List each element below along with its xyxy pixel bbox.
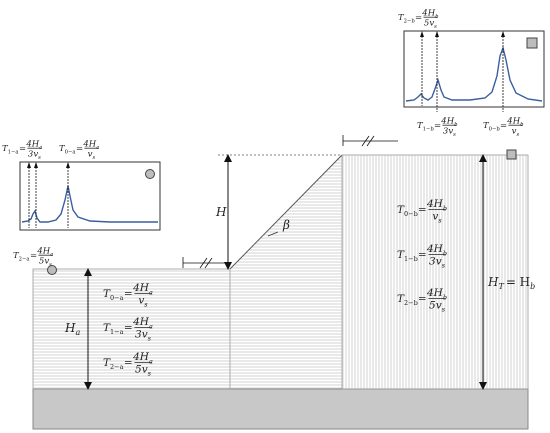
spectrum-b-label-1-equals: = [434, 121, 441, 131]
spectrum-a [19, 161, 161, 231]
ht-label: HT= Hb [487, 275, 535, 291]
spectrum-a-label-0-denominator: 3vs [28, 149, 41, 161]
spectrum-a-frame [19, 161, 161, 231]
layer-a-formula-1-equals: = [124, 322, 133, 334]
layer-a-formula-2-equals: = [124, 357, 133, 369]
spectrum-b-station-icon [526, 37, 538, 49]
layer-b-formula-0-equals: = [418, 204, 427, 216]
layer-a-formula-2-lhs: T2−a [103, 357, 124, 371]
spectrum-a-arrowhead-2 [27, 162, 31, 168]
spectrum-b-frame [403, 30, 545, 108]
spectrum-a-label-1-denominator: vs [88, 149, 96, 161]
spectrum-b-curve [405, 45, 543, 102]
layer-b-formula-0-lhs: T0−b [397, 204, 418, 218]
layer-a-formula-2-numerator: 4Ha [132, 351, 153, 365]
layer-a-formula-0-equals: = [124, 288, 133, 300]
right-break-slash-2 [366, 135, 375, 147]
spectrum-a-arrowhead-1 [34, 162, 38, 168]
beta-leader [267, 231, 279, 237]
station-b-marker [506, 149, 517, 160]
spectrum-a-label-1-equals: = [76, 144, 83, 154]
layer-b-formula-0-numerator: 4Hb [426, 198, 447, 212]
spectrum-b-label-1-lhs: T1−b [417, 121, 434, 133]
spectrum-b-arrowhead-2 [420, 31, 424, 37]
layer-a-formula-2-denominator: 5vs [135, 364, 152, 378]
layer-a-formula-0-denominator: vs [138, 295, 148, 309]
slope-line [229, 154, 343, 270]
layer-b-formula-2-equals: = [418, 293, 427, 305]
layer-a-formula-1-lhs: T1−a [103, 322, 124, 336]
layer-b-formula-2-denominator: 5vs [429, 300, 446, 314]
left-break-slash-2 [204, 257, 213, 269]
spectrum-a-station-icon [145, 169, 155, 179]
spectrum-b [403, 30, 545, 112]
period-formulas: T0−a=4HavsT1−a=4Ha3vsT2−a=4Ha5vsT0−b=4Hb… [2, 8, 524, 377]
spectrum-a-label-0-equals: = [19, 144, 26, 154]
spectrum-b-label-0-denominator: 5vs [424, 18, 437, 30]
spectrum-b-arrowhead-0 [501, 31, 505, 37]
spectrum-b-arrowhead-1 [435, 31, 439, 37]
layer-b-formula-1-equals: = [418, 249, 427, 261]
right-break-slash-1 [361, 135, 370, 147]
left-break-slash-1 [199, 257, 208, 269]
spectrum-a-label-1-lhs: T0−a [59, 144, 76, 156]
spectrum-b-label-2-lhs: T0−b [483, 121, 500, 133]
layer-b-formula-1-lhs: T1−b [397, 249, 418, 263]
spectrum-b-label-0-lhs: T2−b [398, 13, 415, 25]
spectrum-b-label-0-equals: = [415, 13, 422, 23]
beta-label: β [282, 218, 290, 232]
spectrum-b-label-2-equals: = [500, 121, 507, 131]
ha-label: Ha [64, 321, 80, 337]
soil-layer-a [32, 268, 231, 390]
layer-b-formula-2-lhs: T2−b [397, 293, 418, 307]
layer-a-formula-1-denominator: 3vs [135, 329, 152, 343]
spectrum-a-label-0-lhs: T1−a [2, 144, 19, 156]
bedrock [32, 388, 529, 430]
spectrum-b-label-1-denominator: 3vs [443, 126, 456, 138]
layer-b-formula-0-denominator: vs [432, 211, 442, 225]
layer-b-formula-2-numerator: 4Hb [426, 287, 447, 301]
layer-b-formula-1-numerator: 4Hb [426, 243, 447, 257]
layer-a-formula-1-numerator: 4Ha [132, 316, 153, 330]
spectrum-a-label-2-equals: = [30, 251, 37, 261]
station-a-marker [47, 265, 57, 275]
spectrum-a-label-2-lhs: T2−a [13, 251, 30, 263]
soil-layer-b [341, 154, 529, 390]
layer-a-formula-0-lhs: T0−a [103, 288, 124, 302]
slope-wedge [230, 155, 342, 389]
spectrum-a-label-2-denominator: 5vs [39, 256, 52, 268]
spectrum-a-arrowhead-0 [66, 162, 70, 168]
spectrum-a-curve [21, 185, 158, 223]
spectrum-b-label-2-denominator: vs [512, 126, 520, 138]
layer-a-formula-0-numerator: 4Ha [132, 282, 153, 296]
layer-b-formula-1-denominator: 3vs [429, 256, 446, 270]
h-label: H [215, 205, 227, 219]
